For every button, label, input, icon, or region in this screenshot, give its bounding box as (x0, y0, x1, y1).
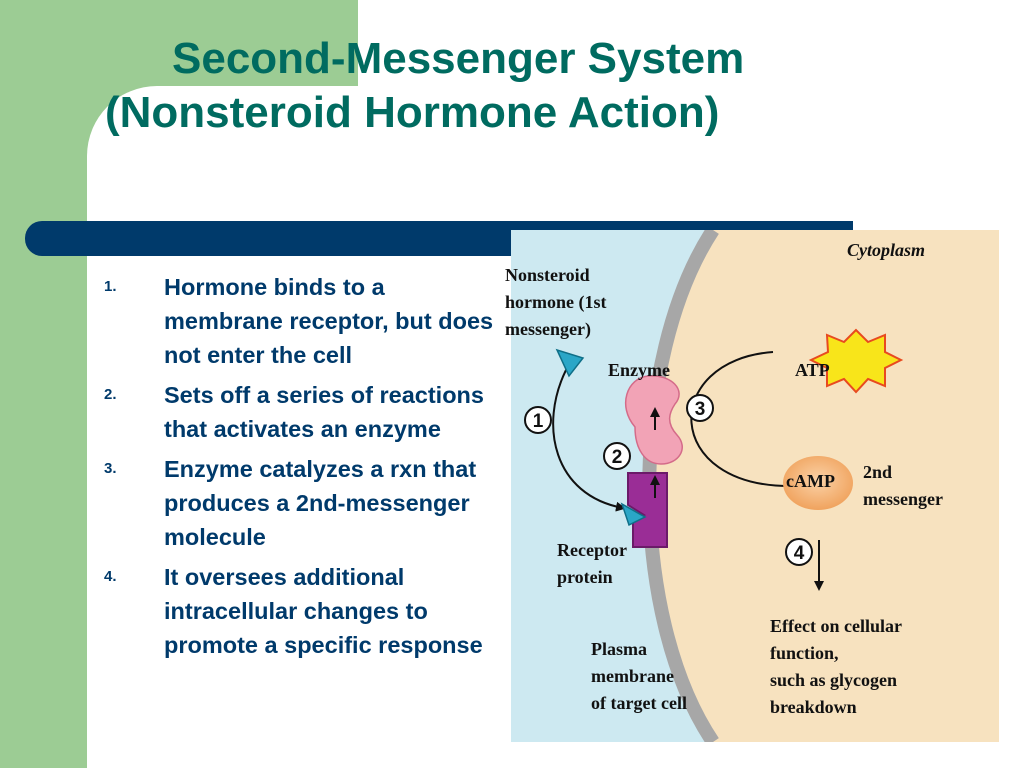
cytoplasm-label: Cytoplasm (847, 240, 926, 260)
step-item: 4. It oversees additional intracellular … (104, 560, 499, 662)
step-marker-label: 2 (612, 447, 623, 468)
step-item: 3. Enzyme catalyzes a rxn that produces … (104, 452, 499, 554)
effect-label-line: such as glycogen (770, 670, 898, 690)
receptor-protein (627, 472, 668, 548)
step-marker-2: 2 (603, 442, 631, 470)
step-number: 1. (104, 278, 117, 295)
step-text: Hormone binds to a membrane receptor, bu… (164, 274, 494, 368)
step-number: 3. (104, 460, 117, 477)
title-line-2: (Nonsteroid Hormone Action) (105, 88, 720, 137)
camp-molecule (783, 456, 853, 510)
effect-label-line: breakdown (770, 697, 857, 717)
receptor-label-line: Receptor (557, 540, 627, 560)
hormone-label-line: Nonsteroid (505, 265, 590, 285)
hormone-label-line: hormone (1st (505, 292, 607, 312)
diagram-canvas: 1 2 3 4 (511, 230, 999, 742)
step-marker-4: 4 (785, 538, 813, 566)
receptor-label: Receptor protein (557, 537, 627, 591)
camp-label: cAMP (786, 471, 835, 491)
effect-label: Effect on cellular function, such as gly… (770, 613, 902, 721)
plasma-membrane-label: Plasma membrane of target cell (591, 636, 687, 717)
second-messenger-diagram: 1 2 3 4 Cytoplasm Nonsteroid hormone (1s… (505, 230, 999, 742)
enzyme-shape (624, 375, 683, 465)
step-marker-3: 3 (686, 394, 714, 422)
step-marker-label: 4 (794, 543, 805, 564)
step-marker-ring (785, 538, 813, 566)
step-item: 2. Sets off a series of reactions that a… (104, 378, 499, 446)
second-messenger-label-line: messenger (863, 489, 943, 509)
step-marker-label: 1 (533, 411, 544, 432)
second-messenger-label: 2nd messenger (863, 459, 943, 513)
step-marker-ring (524, 406, 552, 434)
step-marker-ring (686, 394, 714, 422)
effect-label-line: Effect on cellular (770, 616, 902, 636)
step-text: Enzyme catalyzes a rxn that produces a 2… (164, 456, 477, 550)
second-messenger-label-line: 2nd (863, 462, 893, 482)
slide-title: Second-Messenger System (Nonsteroid Horm… (0, 32, 1024, 140)
arrow-hormone-to-receptor (552, 369, 626, 512)
hormone-label-line: messenger) (505, 319, 591, 339)
step-list: 1. Hormone binds to a membrane receptor,… (104, 270, 499, 668)
step-text: Sets off a series of reactions that acti… (164, 382, 484, 442)
hormone-label: Nonsteroid hormone (1st messenger) (505, 262, 607, 343)
title-line-1: Second-Messenger System (172, 34, 745, 83)
plasma-membrane-label-line: membrane (591, 666, 674, 686)
step-number: 4. (104, 568, 117, 585)
plasma-membrane-label-line: Plasma (591, 639, 647, 659)
enzyme-label: Enzyme (608, 360, 670, 380)
atp-label: ATP (795, 360, 830, 380)
step-item: 1. Hormone binds to a membrane receptor,… (104, 270, 499, 372)
step-text: It oversees additional intracellular cha… (164, 564, 483, 658)
step-marker-ring (603, 442, 631, 470)
effect-label-line: function, (770, 643, 839, 663)
step-marker-1: 1 (524, 406, 552, 434)
atp-starburst (808, 328, 904, 394)
arrow-atp-to-camp (690, 351, 796, 492)
plasma-membrane-label-line: of target cell (591, 693, 687, 713)
step-number: 2. (104, 386, 117, 403)
step-marker-label: 3 (695, 399, 706, 420)
hormone-molecule (555, 348, 585, 378)
bound-hormone (620, 502, 647, 527)
receptor-label-line: protein (557, 567, 613, 587)
